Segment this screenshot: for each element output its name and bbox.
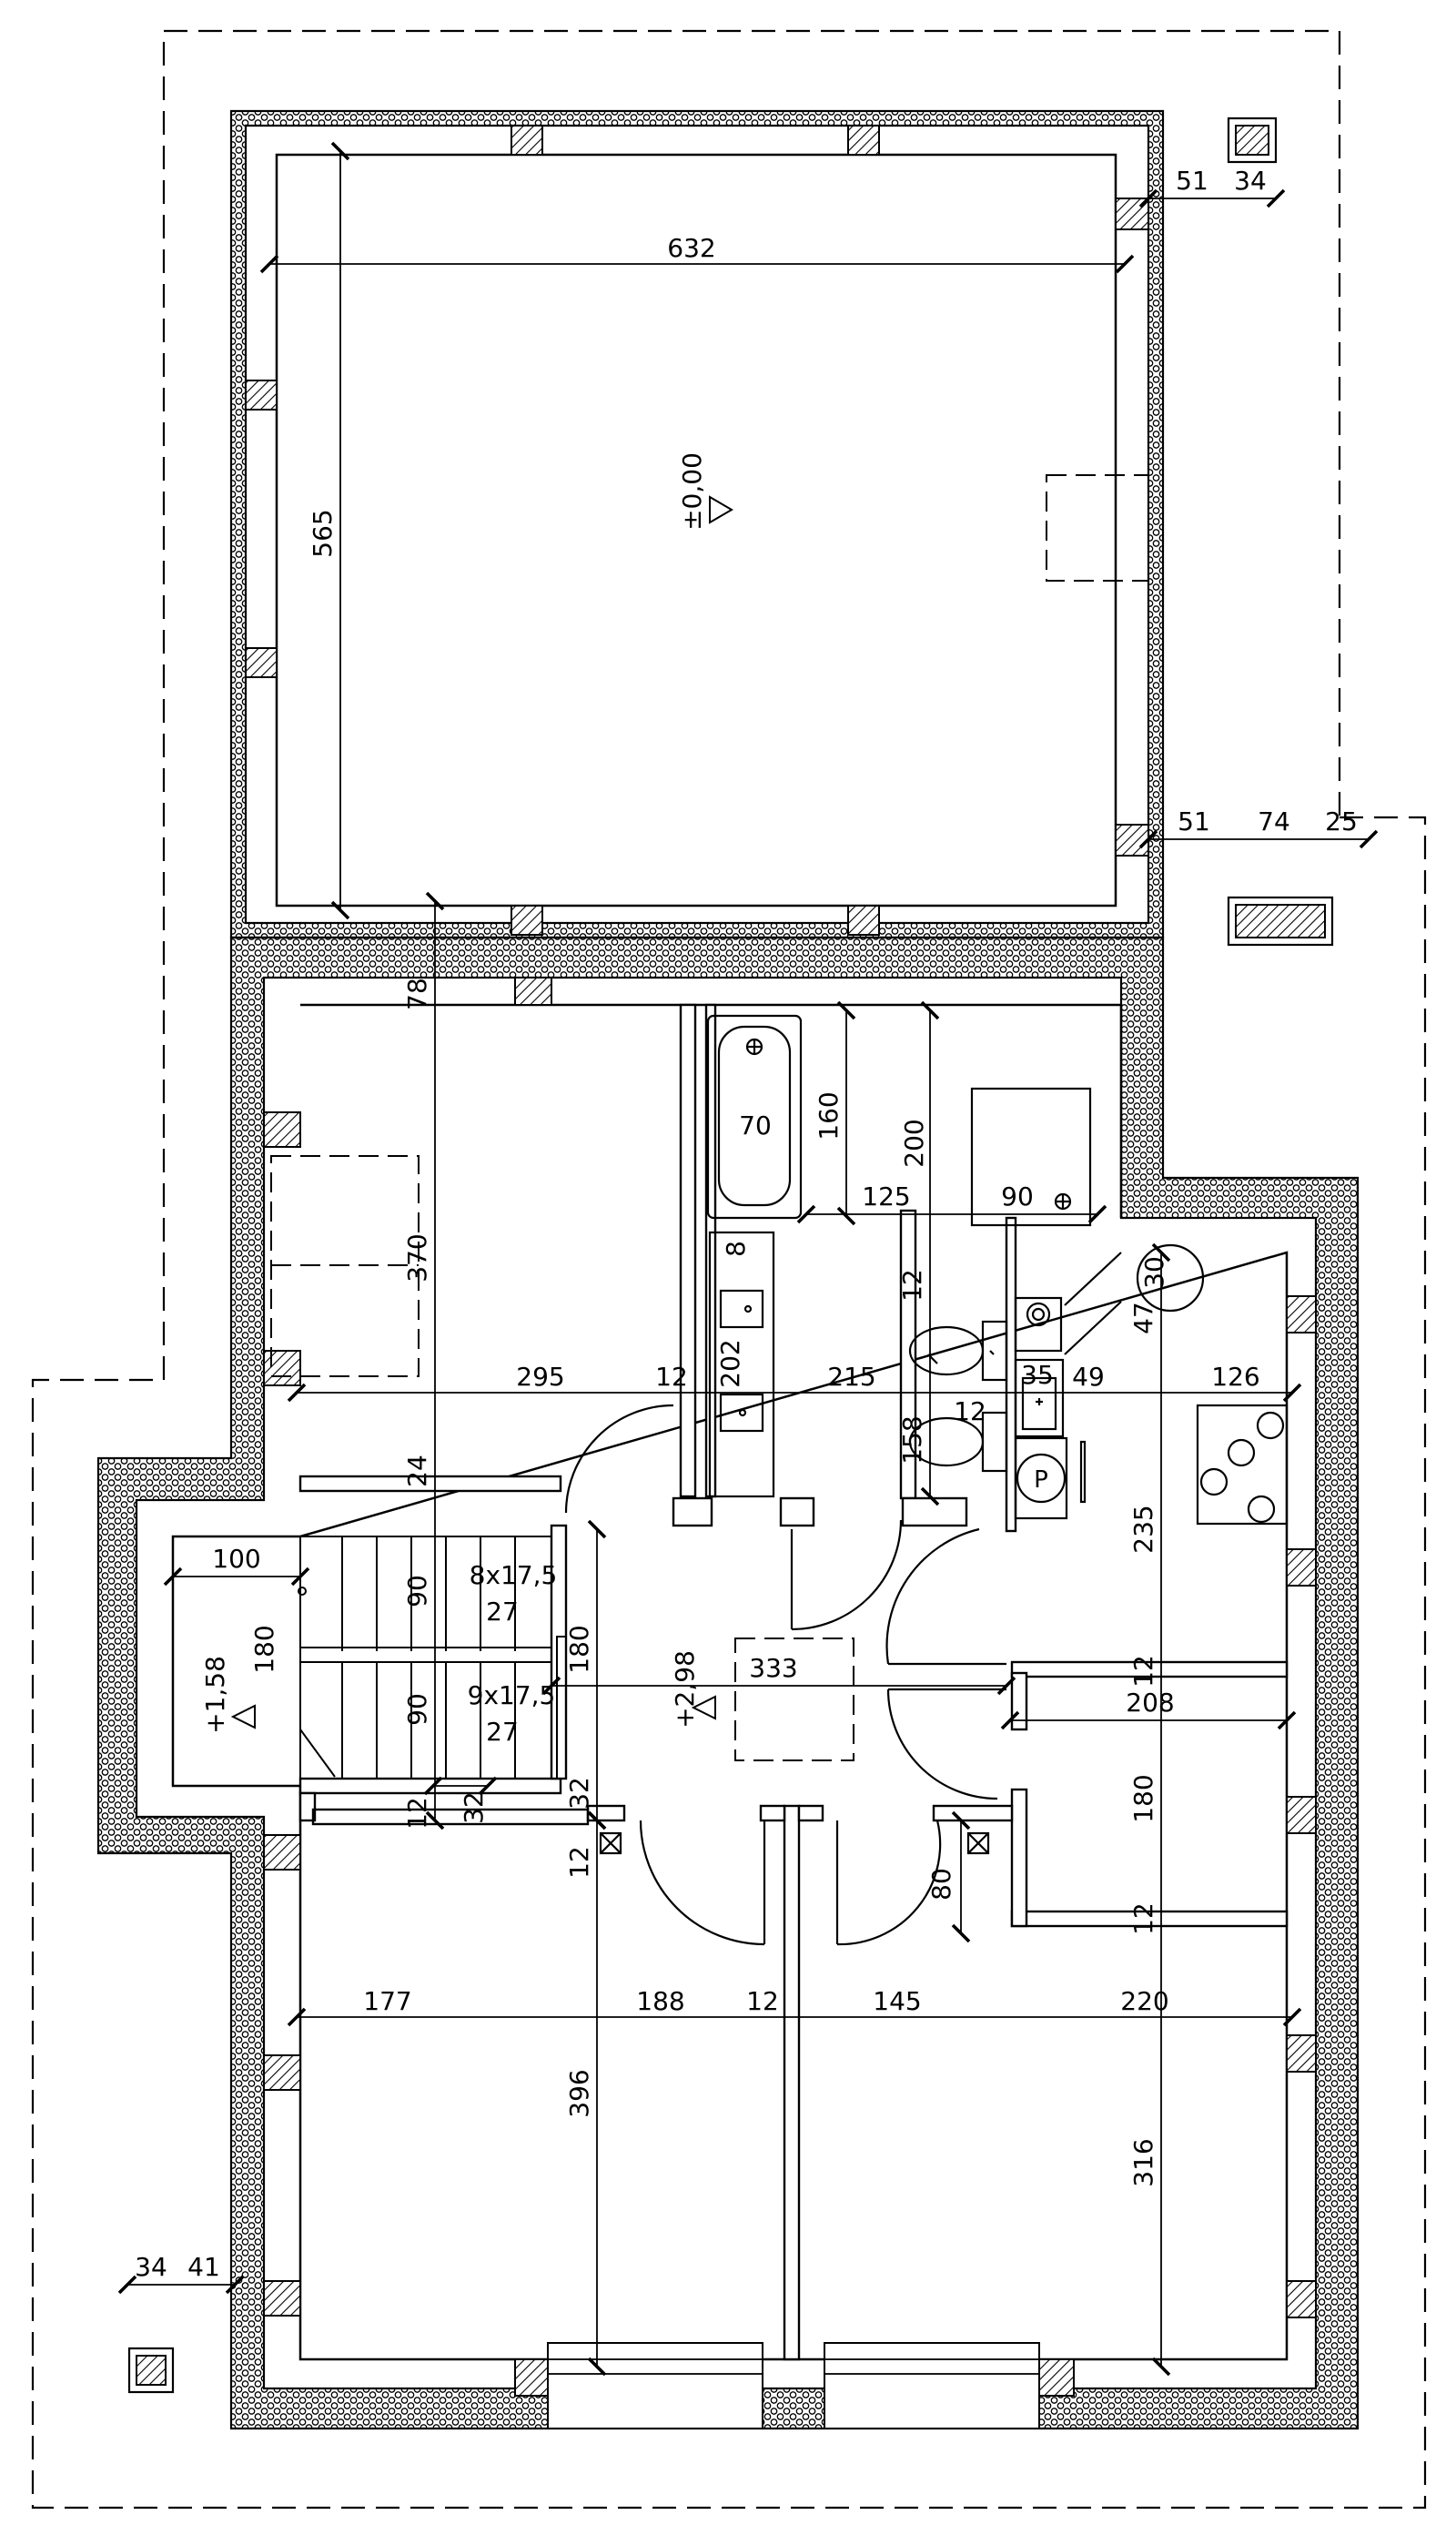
- doors: [564, 1404, 1006, 1946]
- dim-landing-100: 100: [212, 1544, 260, 1574]
- dim-158: 158: [897, 1415, 927, 1464]
- dim-flight-90-b: 90: [402, 1693, 432, 1726]
- dim-offset-74: 74: [1258, 806, 1290, 837]
- dim-30: 30: [1139, 1256, 1169, 1289]
- dim-flight-90-a: 90: [402, 1575, 432, 1607]
- dim-chimney-gap: 51: [1176, 166, 1208, 196]
- dim-chimney-41: 41: [187, 2252, 220, 2282]
- dim-garage-depth: 565: [308, 509, 338, 557]
- boiler-icon: P: [1034, 1466, 1048, 1494]
- dim-32-a: 32: [459, 1791, 489, 1824]
- dim-12-f: 12: [402, 1797, 432, 1830]
- dim-32-b: 32: [564, 1777, 594, 1810]
- garage-walls: [229, 109, 1165, 939]
- dim-bath-200: 200: [899, 1119, 929, 1167]
- dim-bath-160: 160: [814, 1091, 844, 1140]
- stair-lower-flight: 9x17,5: [468, 1680, 556, 1710]
- dim-landing-180: 180: [249, 1625, 279, 1673]
- dim-12-h: 12: [746, 1986, 779, 2016]
- dim-garage-width: 632: [667, 233, 715, 263]
- dim-offset-25: 25: [1325, 806, 1358, 837]
- dim-bath-90: 90: [1001, 1181, 1034, 1212]
- dim-12-e: 12: [1128, 1902, 1158, 1935]
- dim-chimney-34: 34: [135, 2252, 167, 2282]
- dim-80: 80: [926, 1868, 956, 1901]
- hall-void: [734, 1638, 854, 1761]
- dim-78: 78: [402, 978, 432, 1010]
- dim-room-188: 188: [636, 1986, 684, 2016]
- dim-12-g: 12: [564, 1846, 594, 1879]
- dim-hall-333: 333: [749, 1653, 797, 1683]
- dim-room-177: 177: [363, 1986, 411, 2016]
- dim-room-316: 316: [1128, 2138, 1158, 2186]
- chimneys: [127, 117, 1334, 2394]
- house-walls: [96, 936, 1360, 2430]
- dim-12-c: 12: [954, 1396, 986, 1426]
- stair-upper-tread: 27: [486, 1597, 519, 1627]
- level-hall: +2,98: [670, 1650, 700, 1729]
- stair-labels: 8x17,5 27 9x17,5 27: [468, 1560, 558, 1747]
- level-symbols: [230, 495, 733, 1729]
- dim-12-d: 12: [1128, 1655, 1158, 1688]
- dim-208: 208: [1126, 1688, 1174, 1718]
- dim-tub-width: 70: [739, 1110, 772, 1141]
- stair-upper-flight: 8x17,5: [470, 1560, 558, 1590]
- dim-room-180: 180: [1128, 1774, 1158, 1822]
- dimension-lines: [117, 141, 1379, 2377]
- dim-offset-51: 51: [1178, 806, 1210, 837]
- dim-room-396: 396: [564, 2069, 594, 2117]
- dim-kitchen-235: 235: [1128, 1505, 1158, 1553]
- dim-bath-125: 125: [862, 1181, 910, 1212]
- dim-35: 35: [1021, 1360, 1054, 1390]
- dim-202: 202: [715, 1339, 745, 1387]
- stair-lower-tread: 27: [486, 1717, 519, 1747]
- dim-126: 126: [1211, 1362, 1259, 1392]
- dim-24: 24: [402, 1455, 432, 1487]
- dim-chimney-size: 34: [1234, 166, 1267, 196]
- dim-room-220: 220: [1120, 1986, 1168, 2016]
- dim-room-left-width: 295: [516, 1362, 564, 1392]
- level-garage: ±0,00: [677, 452, 707, 531]
- level-labels: ±0,00 +1,58 +2,98: [200, 452, 707, 1734]
- roof-outline: [31, 29, 1427, 2510]
- dim-8: 8: [721, 1241, 751, 1257]
- closet: [270, 1155, 420, 1377]
- level-landing: +1,58: [200, 1656, 230, 1734]
- dim-stair-180: 180: [564, 1625, 594, 1673]
- dimension-labels: 632 565 51 34 51 74 25 370 295 78 12 24 …: [135, 166, 1358, 2282]
- dim-49: 49: [1072, 1362, 1105, 1392]
- dim-12-b: 12: [897, 1269, 927, 1302]
- dim-room-145: 145: [873, 1986, 921, 2016]
- dim-215: 215: [827, 1362, 875, 1392]
- dim-47: 47: [1128, 1302, 1158, 1334]
- dim-12-a: 12: [655, 1362, 688, 1392]
- dim-room-left-depth: 370: [402, 1233, 432, 1282]
